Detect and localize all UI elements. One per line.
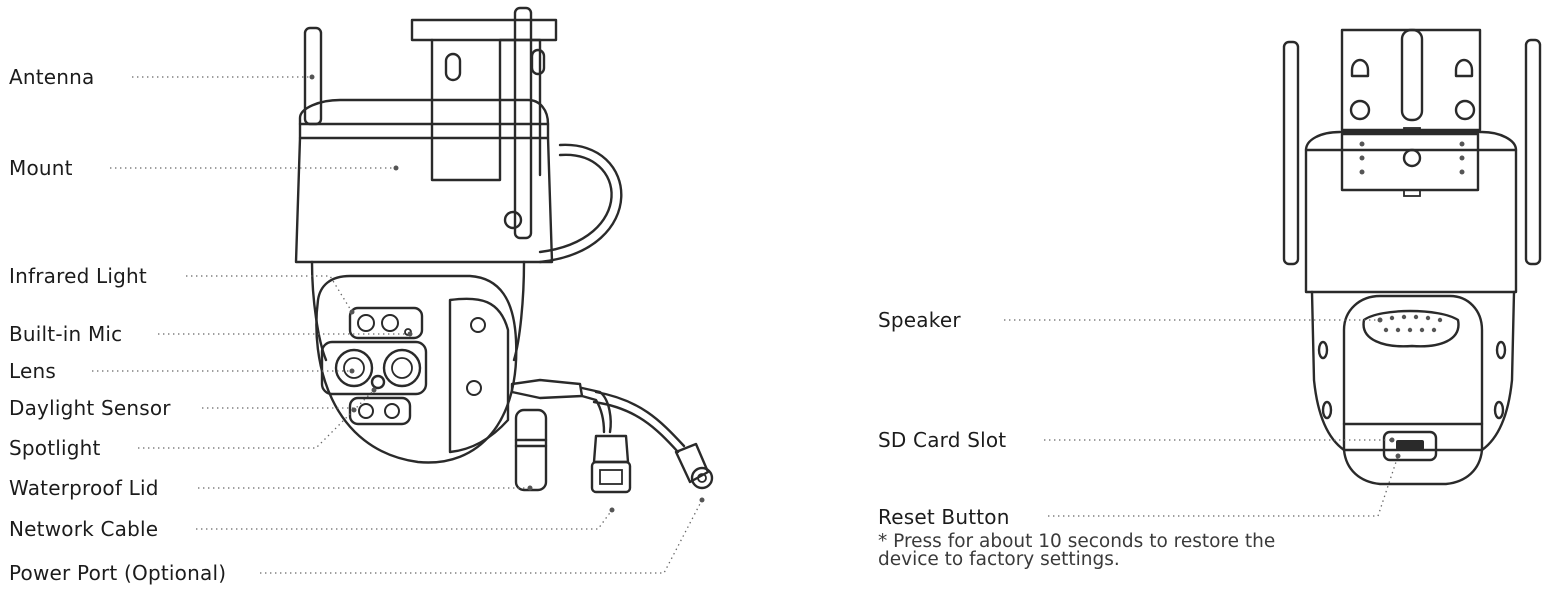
label-infrared-light: Infrared Light [9,264,147,288]
label-power-port: Power Port (Optional) [9,561,227,585]
reset-note: * Press for about 10 seconds to restore … [878,531,1276,570]
label-daylight-sensor: Daylight Sensor [9,396,171,420]
label-spotlight: Spotlight [9,436,101,460]
label-speaker: Speaker [878,308,961,332]
label-antenna: Antenna [9,65,95,89]
label-network-cable: Network Cable [9,517,159,541]
label-built-in-mic: Built-in Mic [9,322,123,346]
label-lens: Lens [9,359,56,383]
rear-camera-drawing [1282,28,1542,486]
label-sd-card-slot: SD Card Slot [878,428,1007,452]
front-camera-drawing [294,6,714,494]
label-mount: Mount [9,156,73,180]
reset-note-line-1: * Press for about 10 seconds to restore … [878,531,1276,552]
label-waterproof-lid: Waterproof Lid [9,476,159,500]
reset-note-line-2: device to factory settings. [878,549,1120,570]
leader-lines [92,74,1401,574]
label-reset-button: Reset Button [878,505,1010,529]
